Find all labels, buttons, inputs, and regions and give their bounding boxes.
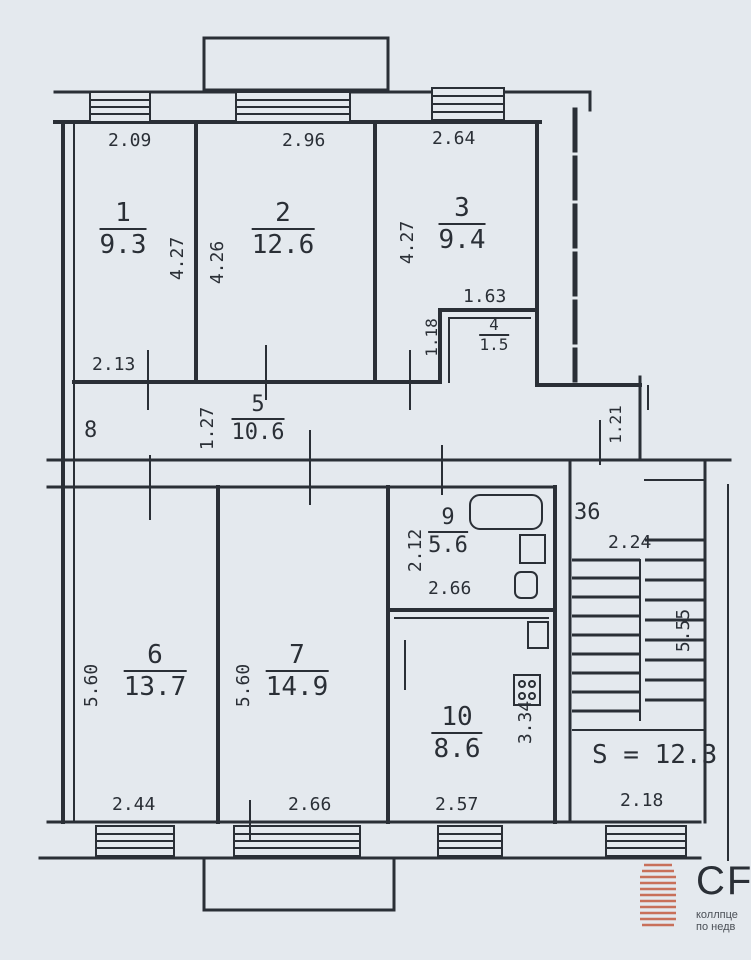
room-area: 14.9	[265, 672, 329, 702]
room-5-label: 5 10.6	[231, 392, 285, 446]
dim-room2-height: 4.26	[207, 240, 229, 285]
door-marks	[147, 345, 649, 840]
sink	[519, 534, 546, 564]
room-2-label: 2 12.6	[251, 198, 315, 260]
dim-room3-height: 4.27	[397, 220, 419, 265]
balcony-bottom	[202, 856, 396, 912]
toilet	[514, 571, 538, 599]
stair-mark: 36	[574, 500, 601, 525]
dim-bottom-10: 2.57	[435, 794, 479, 815]
room-area: 8.6	[433, 734, 481, 764]
dim-room4-width: 1.63	[463, 286, 507, 307]
dim-room4-height: 1.18	[421, 318, 441, 357]
logo-mark-icon	[640, 863, 676, 927]
stair-width-bottom: 2.18	[620, 790, 664, 811]
dim-room9-width: 2.66	[428, 578, 472, 599]
room-number: 7	[265, 640, 329, 672]
room-number: 6	[123, 640, 187, 672]
room-area: 9.3	[99, 230, 147, 260]
stair-length: 5.55	[673, 608, 695, 653]
room-area: 12.6	[251, 230, 315, 260]
room-9-label: 9 5.6	[428, 505, 468, 559]
room-number: 10	[431, 702, 483, 734]
kitchen-sink	[527, 621, 549, 649]
room-area: 9.4	[438, 225, 486, 255]
stove	[513, 674, 541, 706]
dim-room1-height: 4.27	[167, 236, 189, 281]
windows	[89, 87, 687, 857]
room-area: 5.6	[428, 533, 468, 558]
dim-room6-height: 5.60	[81, 663, 103, 708]
room-number: 1	[99, 198, 147, 230]
stair-width-top: 2.24	[608, 532, 652, 553]
room-1-label: 1 9.3	[99, 198, 147, 260]
room-area: 10.6	[231, 420, 285, 445]
room-4-label: 4 1.5	[479, 316, 509, 354]
room-area: 13.7	[123, 672, 187, 702]
room-3-label: 3 9.4	[438, 193, 486, 255]
walls	[38, 36, 732, 912]
brand-logo: CF коллпце по недв	[632, 855, 751, 935]
fixtures	[469, 494, 549, 706]
dim-room10-height: 3.34	[515, 700, 537, 745]
stair-area-label: S = 12.3	[592, 740, 718, 770]
dim-bottom-6: 2.44	[112, 794, 156, 815]
dim-top-3: 2.64	[432, 128, 476, 149]
room-number: 9	[428, 505, 468, 533]
dim-bottom-7: 2.66	[288, 794, 332, 815]
room-number: 5	[231, 392, 285, 420]
dim-room7-height: 5.60	[233, 663, 255, 708]
room-number: 3	[438, 193, 486, 225]
logo-subtitle-1: коллпце	[696, 909, 738, 921]
balcony-top	[202, 36, 390, 92]
room-6-label: 6 13.7	[123, 640, 187, 702]
bathtub	[469, 494, 543, 530]
room-number: 4	[479, 316, 509, 336]
dim-right-mark: 1.21	[605, 405, 625, 444]
dim-room9-height: 2.12	[405, 528, 427, 573]
dim-corridor-height: 1.27	[197, 406, 219, 451]
room-7-label: 7 14.9	[265, 640, 329, 702]
dim-top-2: 2.96	[282, 130, 326, 151]
room-number: 2	[251, 198, 315, 230]
dim-top-1: 2.09	[108, 130, 152, 151]
logo-subtitle-2: по недв	[696, 921, 736, 933]
room-area: 1.5	[479, 335, 509, 354]
dim-entry-mark: 8	[84, 418, 98, 443]
room-10-label: 10 8.6	[431, 702, 483, 764]
stair-steps	[572, 538, 705, 731]
logo-text: CF	[696, 859, 751, 903]
dim-room1-bottom: 2.13	[92, 354, 136, 375]
